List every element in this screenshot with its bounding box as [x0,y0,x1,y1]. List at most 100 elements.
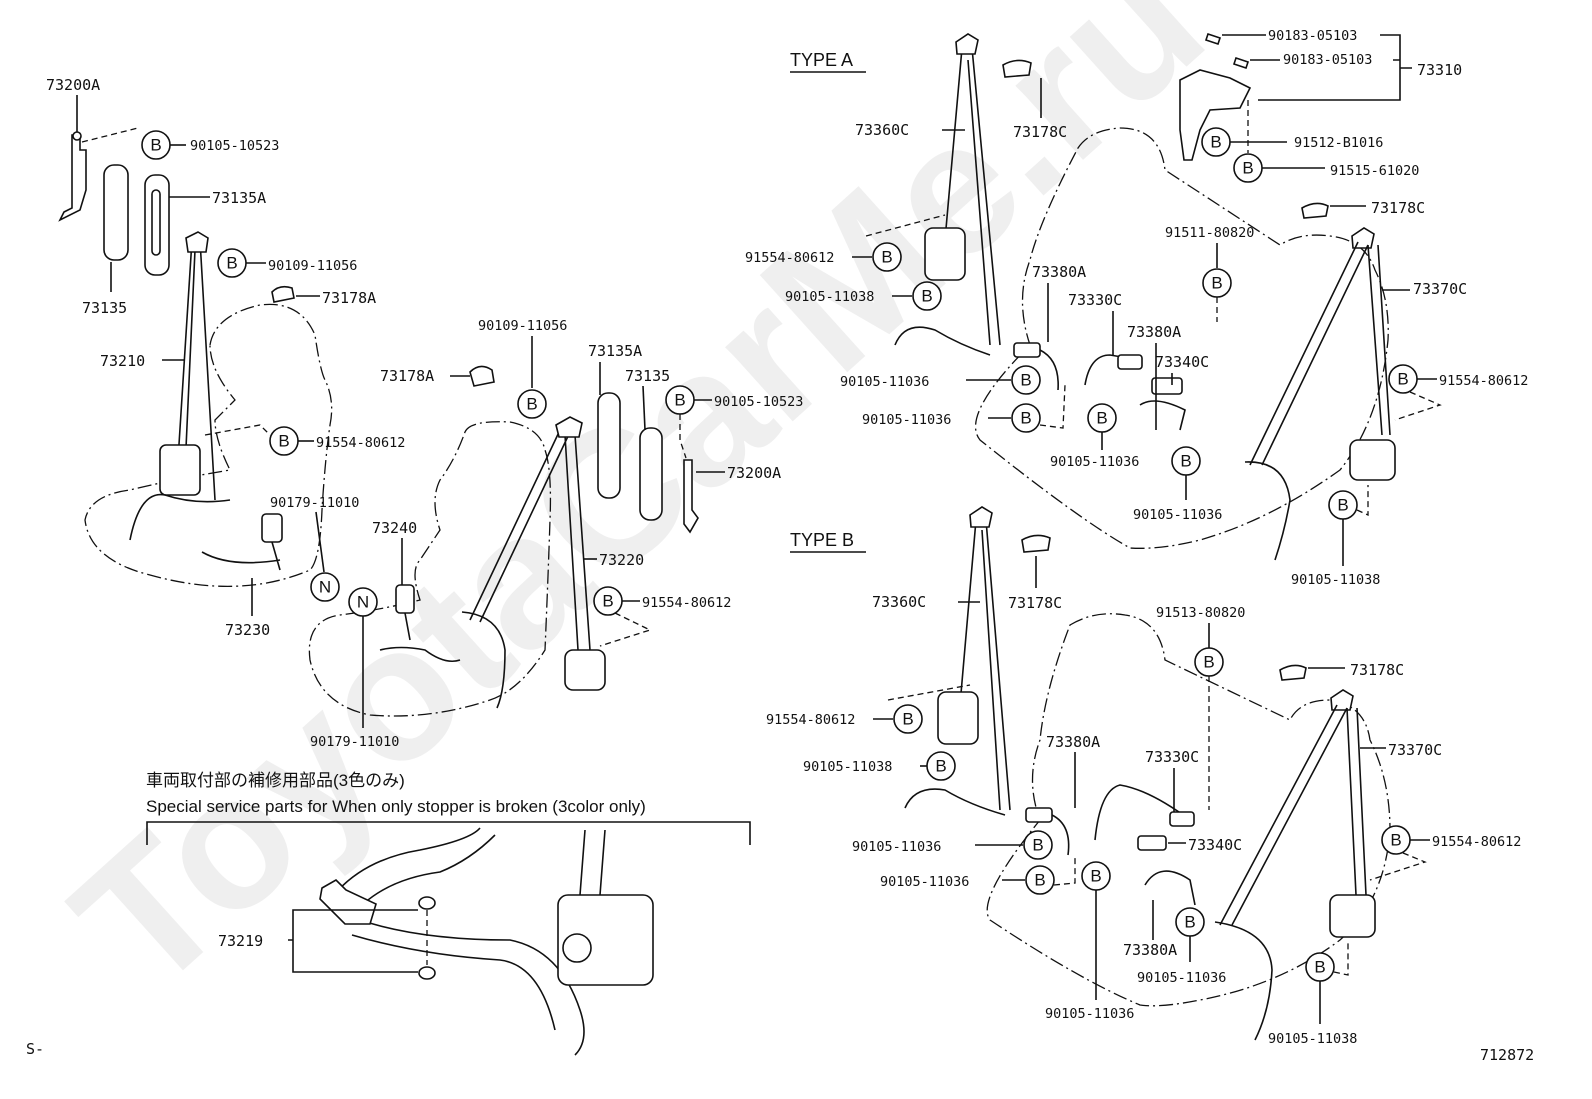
label-73178c-left: 73178C [1013,123,1067,141]
label-73380a-2: 73380A [1127,323,1181,341]
bolt-badge: B [1201,127,1231,157]
lap-belt-webbing [1244,461,1291,561]
bolt-badge: B [517,389,547,419]
label-90105-11036-d: 90105-11036 [1133,507,1222,523]
leader-line [204,424,271,436]
svg-text:B: B [1020,409,1031,428]
svg-text:B: B [902,710,913,729]
cover-73135-icon [103,164,129,261]
label-73340c: 73340C [1155,353,1209,371]
svg-text:N: N [357,593,369,612]
label-73178a: 73178A [380,367,434,385]
belt-73210-webbing [177,239,216,501]
leader-line [599,612,652,647]
service-part-section: 車両取付部の補修用部品(3色のみ) Special service parts … [146,771,751,1056]
type-a-title: TYPE A [790,50,853,70]
retractor-icon [557,894,654,986]
retractor-icon [937,691,979,745]
buckle-73380a-icon [1025,807,1053,823]
label-73178c-right: 73178C [1371,199,1425,217]
bolt-badge: B [1011,365,1041,395]
bolt-badge: B [217,248,247,278]
bolt-badge: B [665,385,695,415]
retractor-73310-icon [1179,69,1252,161]
screw-icon [1204,32,1222,46]
label-91554-80612: 91554-80612 [316,435,405,451]
label-73240: 73240 [372,519,417,537]
cover-73135-icon [639,427,663,521]
svg-text:B: B [1242,159,1253,178]
svg-text:B: B [1032,836,1043,855]
svg-text:B: B [226,254,237,273]
label-73135: 73135 [82,299,127,317]
retractor-icon [1329,894,1376,938]
belt-73220-webbing [469,429,591,651]
nut-badge: N [310,572,340,602]
screw-icon [1232,56,1250,70]
label-90105-11036-a: 90105-11036 [852,839,941,855]
label-73380a-1: 73380A [1046,733,1100,751]
label-73210: 73210 [100,352,145,370]
label-73220: 73220 [599,551,644,569]
label-90105-11036-b: 90105-11036 [862,412,951,428]
retractor-icon [564,649,606,691]
label-73380a-2: 73380A [1123,941,1177,959]
label-90179-11010: 90179-11010 [270,495,359,511]
belt-guide-icon [1330,689,1354,711]
buckle-wire [201,541,281,571]
svg-text:B: B [278,432,289,451]
leader-line [1356,485,1369,517]
front-right-seat-outline [308,421,552,717]
svg-text:B: B [1180,452,1191,471]
label-90105-11038-right: 90105-11038 [1268,1031,1357,1047]
label-73200a: 73200A [727,464,781,482]
svg-text:B: B [1210,133,1221,152]
bolt-badge: B [1328,490,1358,520]
belt-73330c-tongue-icon [1169,811,1195,827]
bolt-badge: B [1011,403,1041,433]
label-90105-10523: 90105-10523 [714,394,803,410]
buckle-strap [1051,814,1070,856]
belt-guide-icon [185,231,209,253]
buckle-strap [1039,349,1059,391]
footer-code: S- [26,1040,44,1058]
bolt-badge: B [926,751,956,781]
leader-line [1053,858,1076,886]
label-73330c: 73330C [1145,748,1199,766]
label-73360c: 73360C [855,121,909,139]
bolt-badge: B [269,426,299,456]
svg-text:B: B [1096,409,1107,428]
lap-belt-webbing [904,788,1006,816]
lap-belt-webbing [894,326,991,356]
type-b-labels: 73360C 73178C 91554-80612 B 90105-11038 … [766,556,1521,1047]
label-73310: 73310 [1417,61,1462,79]
label-90105-11036-b: 90105-11036 [880,874,969,890]
cover-slot-icon [151,189,161,256]
leader-line [81,127,139,143]
label-90105-11038-left: 90105-11038 [803,759,892,775]
lap-belt-webbing [461,611,506,709]
label-73135a: 73135A [212,189,266,207]
type-a-labels: 73360C 73178C 91554-80612 B 90105-11038 … [745,28,1528,588]
label-73135a: 73135A [588,342,642,360]
leader-line [1039,384,1066,429]
leader-line [887,684,971,701]
label-90105-11036-d: 90105-11036 [1045,1006,1134,1022]
bolt-badge: B [1025,865,1055,895]
svg-text:B: B [674,391,685,410]
bolt-badge: B [141,130,171,160]
bolt-badge: B [1171,446,1201,476]
leader-line [1369,852,1427,881]
belt-73330c-webbing [1094,784,1191,841]
lap-belt-webbing [1214,921,1273,1041]
type-b-title: TYPE B [790,530,854,550]
belt-guide-icon [969,506,993,528]
bolt-badge: B [1081,861,1111,891]
type-a-section: TYPE A [790,32,1396,561]
group-bracket [288,909,418,973]
stopper-button-icon [418,896,436,910]
svg-text:B: B [921,287,932,306]
svg-text:N: N [319,578,331,597]
label-90105-10523: 90105-10523 [190,138,279,154]
